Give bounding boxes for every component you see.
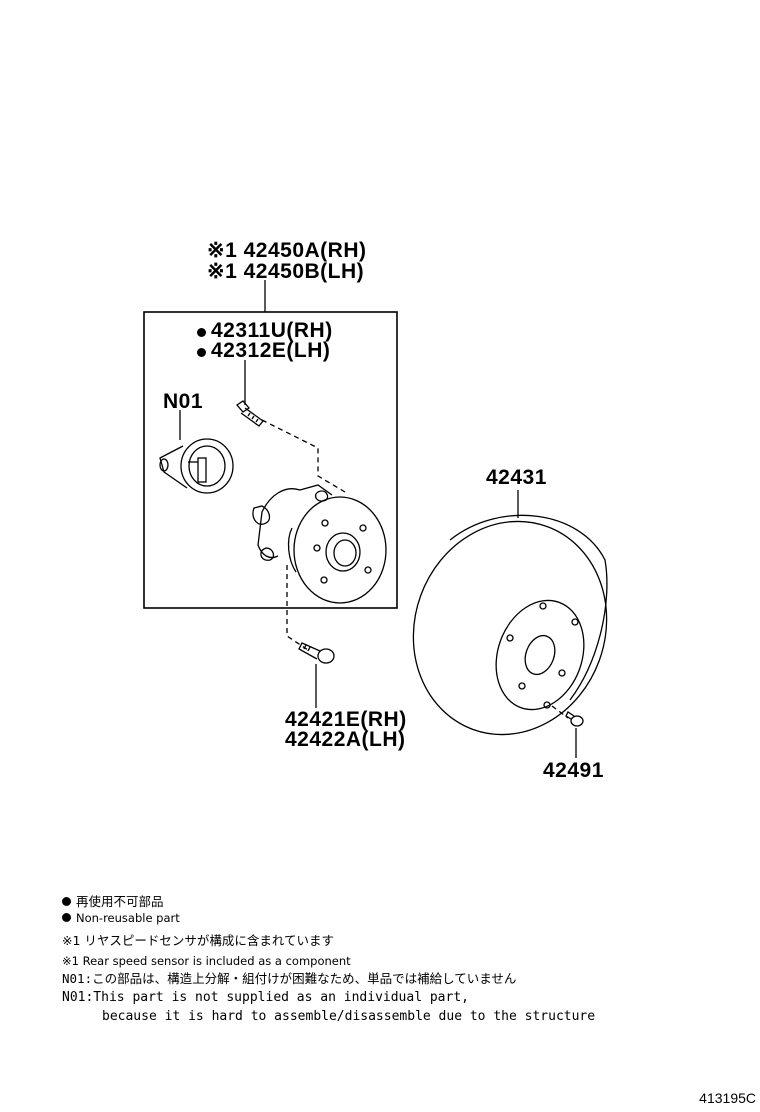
callout-assembly-rh: ※1 42450A(RH) <box>207 239 367 262</box>
hub-bearing-part <box>252 484 387 604</box>
legend-nonreuse-jp-text: 再使用不可部品 <box>76 894 164 909</box>
legend-n01-en-1: N01:This part is not supplied as an indi… <box>62 990 469 1005</box>
callout-hubbolt-lh: 42312E(LH) <box>197 340 330 361</box>
callout-bolt-rh: 42421E(RH) <box>285 708 407 731</box>
callout-hubbolt-lh-text: 42312E(LH) <box>211 339 331 362</box>
nonreusable-bullet <box>197 348 206 357</box>
callout-screw: 42491 <box>543 759 604 782</box>
hub-mount-bolt-part <box>298 642 335 664</box>
assembly-box <box>143 311 398 609</box>
disc-screw-part <box>565 711 584 727</box>
callout-hubbolt-rh: 42311U(RH) <box>197 320 333 341</box>
legend-nonreuse-en-text: Non-reusable part <box>76 911 180 925</box>
dashed-lines <box>261 419 569 719</box>
legend-nonreuse-jp: 再使用不可部品 <box>62 894 164 909</box>
callout-disc: 42431 <box>486 466 547 489</box>
callout-bolt-lh: 42422A(LH) <box>285 728 406 751</box>
legend-nonreuse-en: Non-reusable part <box>62 911 180 926</box>
nonreusable-bullet <box>197 328 206 337</box>
brake-disc-part <box>412 514 608 736</box>
legend-note1-jp: ※1 リヤスピードセンサが構成に含まれています <box>62 933 335 948</box>
callout-hubbolt-rh-text: 42311U(RH) <box>211 319 333 342</box>
callout-assembly-lh: ※1 42450B(LH) <box>207 260 365 283</box>
legend-n01-en-2: because it is hard to assemble/disassemb… <box>102 1009 596 1024</box>
speed-sensor-part <box>159 438 234 494</box>
illustration-code: 413195C <box>699 1090 756 1106</box>
nonreusable-bullet <box>62 897 71 906</box>
legend-note1-en: ※1 Rear speed sensor is included as a co… <box>62 954 351 968</box>
legend-n01-jp: N01:この部品は、構造上分解・組付けが困難なため、単品では補給していません <box>62 971 517 986</box>
nonreusable-bullet <box>62 913 71 922</box>
callout-n01: N01 <box>163 390 204 413</box>
hub-bolt-part <box>236 400 264 427</box>
